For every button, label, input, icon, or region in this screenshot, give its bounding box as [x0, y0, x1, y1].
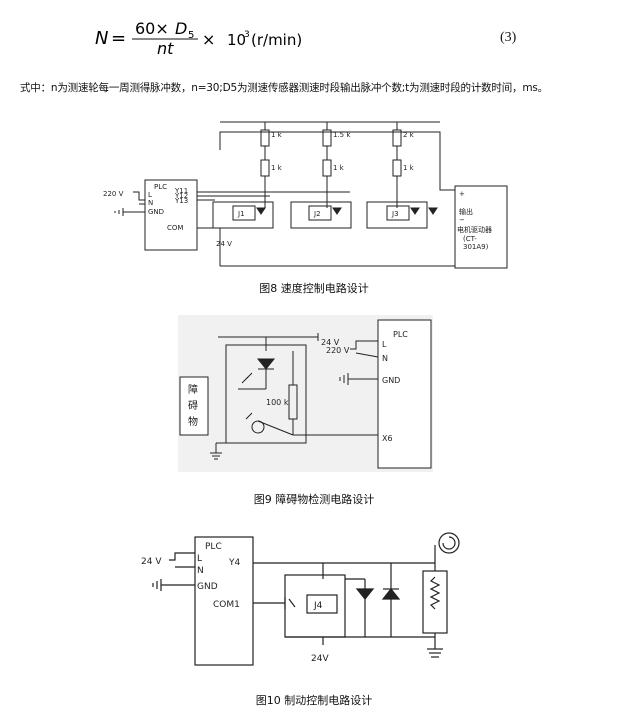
- obstacle-label-1: 障: [188, 383, 198, 396]
- plc-n: N: [382, 354, 388, 363]
- driver-minus: −: [459, 216, 465, 224]
- driver-plus: +: [459, 190, 465, 198]
- top-bus: [219, 131, 455, 191]
- formula-lhs: N: [95, 28, 108, 49]
- plc-y13: Y13: [174, 197, 188, 205]
- resistor-label-bot-3: 1 k: [403, 164, 415, 172]
- plc-box: [194, 536, 254, 666]
- driver-name: 电机驱动器: [457, 225, 492, 234]
- formula-note: 式中：n为测速轮每一周测得脉冲数，n=30;D5为测速传感器测速时段输出脉冲个数…: [20, 82, 548, 94]
- figure-10-brake-control-circuit: PLC L N GND Y4 COM1 24 V J4: [135, 527, 475, 669]
- brake-spiral: [442, 536, 456, 550]
- supply-wire: [133, 191, 145, 201]
- figure-10-caption: 图10 制动控制电路设计: [255, 694, 373, 707]
- resistor-label-bot-2: 1 k: [333, 164, 345, 172]
- resistor-label-bot-1: 1 k: [271, 164, 283, 172]
- plc-com: COM: [167, 224, 183, 232]
- relay-j3-label: J3: [391, 210, 399, 218]
- plc-l: L: [148, 191, 152, 199]
- motor-driver-box: [454, 185, 508, 269]
- plc-y4: Y4: [228, 558, 240, 568]
- supply-220v: 220 V: [103, 190, 124, 198]
- formula-numerator: 60×: [135, 19, 169, 38]
- resistor-100k: [288, 384, 298, 420]
- relay-coil-j4: [306, 594, 338, 614]
- figure-9-obstacle-detection-circuit: PLC L N GND X6 24 V 220 V 100 k: [178, 315, 433, 472]
- resistor-label-top-1: 1 k: [271, 131, 283, 139]
- plc-n: N: [148, 199, 153, 207]
- relay-j2-label: J2: [313, 210, 321, 218]
- diode-icon: [428, 207, 438, 215]
- figure-8-caption: 图8 速度控制电路设计: [259, 282, 369, 295]
- equation-number: (3): [500, 30, 517, 45]
- plc-x6: X6: [382, 434, 393, 443]
- formula-power-base: 10: [227, 31, 246, 49]
- plc-n: N: [197, 566, 204, 576]
- plc-label: PLC: [393, 330, 408, 339]
- relay-coil-j2: [308, 205, 332, 221]
- diode-icon: [332, 207, 342, 215]
- formula: N = 60× D 5 nt × 10 3 (r/min): [95, 18, 355, 58]
- relay-j1-label: J1: [237, 210, 245, 218]
- plc-y11: Y11: [174, 187, 188, 195]
- figure-8-speed-control-circuit: PLC L N GND COM Y11 Y12 Y13 220 V: [95, 120, 515, 272]
- relay-coil-j1: [232, 205, 256, 221]
- plc-l: L: [382, 340, 387, 349]
- diode-icon: [410, 207, 420, 215]
- relay-module-3: [366, 201, 428, 229]
- v24-label: 24 V: [216, 240, 232, 248]
- coil-icon: [429, 576, 441, 610]
- formula-numerator-sub: 5: [188, 30, 194, 41]
- relay-coil-j3: [386, 205, 410, 221]
- brake-coil-icon: [438, 532, 460, 554]
- plc-label: PLC: [154, 183, 167, 191]
- plc-label: PLC: [205, 542, 222, 552]
- v24-label-bottom: 24V: [311, 654, 329, 664]
- plc-box: [377, 319, 432, 469]
- driver-model-2: 301A9): [463, 243, 489, 251]
- obstacle-label-2: 碍: [188, 400, 198, 412]
- v24-label: 24 V: [321, 338, 340, 347]
- plc-l: L: [197, 554, 202, 564]
- driver-output: 输出: [459, 207, 473, 216]
- resistor-r2: [260, 159, 270, 177]
- relay-module-1: [212, 201, 274, 229]
- resistor-label-top-2: 1.5 k: [333, 131, 351, 139]
- formula-unit: (r/min): [251, 31, 302, 49]
- formula-power-exp: 3: [244, 30, 250, 40]
- plc-gnd: GND: [148, 208, 164, 216]
- diode-icon: [256, 207, 266, 215]
- plc-gnd: GND: [382, 376, 400, 385]
- brake-solenoid: [422, 570, 448, 634]
- resistor-column-3: [392, 122, 402, 208]
- formula-numerator-var: D: [175, 19, 187, 38]
- driver-model: (CT-: [463, 235, 477, 243]
- formula-times: ×: [202, 30, 215, 49]
- figure-9-caption: 图9 障碍物检测电路设计: [253, 493, 375, 506]
- resistor-column-1: [260, 122, 270, 208]
- relay-j4-label: J4: [313, 601, 323, 611]
- v220-label: 220 V: [326, 346, 350, 355]
- plc-y12: Y12: [174, 192, 188, 200]
- plc-box: [144, 179, 198, 251]
- relay-module-2: [290, 201, 352, 229]
- formula-denominator: nt: [157, 39, 174, 58]
- v24-label-left: 24 V: [141, 557, 162, 567]
- led-icon: [256, 358, 276, 370]
- obstacle-label-3: 物: [188, 415, 198, 428]
- resistor-label: 100 k: [266, 398, 289, 407]
- resistor-column-2: [322, 122, 332, 208]
- plc-com1: COM1: [213, 600, 240, 610]
- formula-eq: =: [111, 28, 126, 49]
- resistor-label-top-3: 2 k: [403, 131, 415, 139]
- plc-gnd: GND: [197, 582, 218, 592]
- obstacle-box: [179, 376, 209, 436]
